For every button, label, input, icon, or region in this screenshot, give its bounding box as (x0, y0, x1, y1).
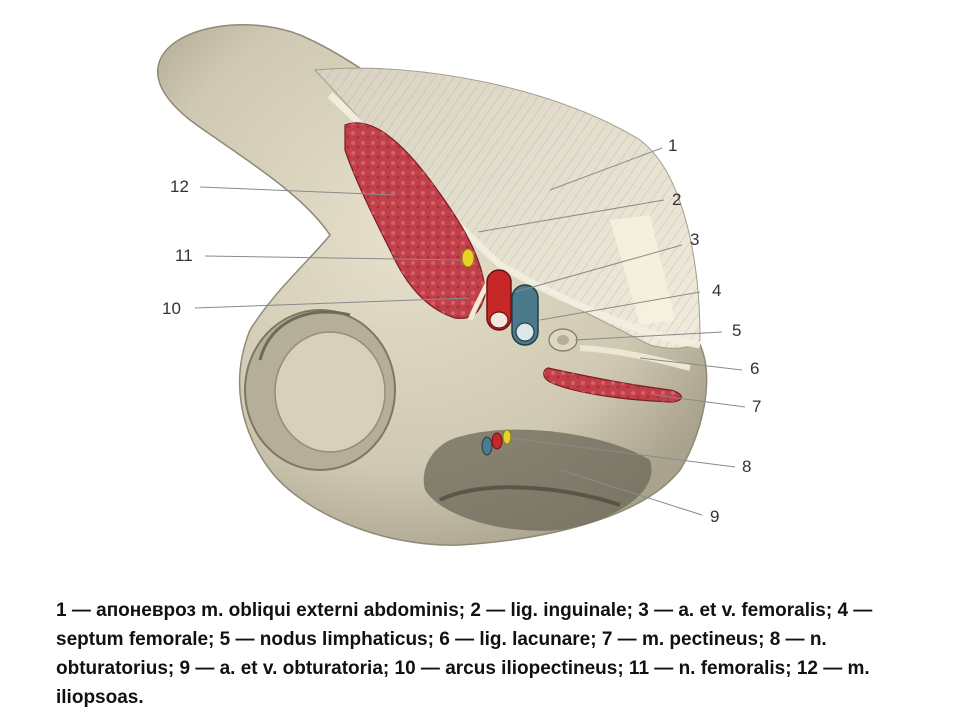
label-1: 1 (668, 136, 677, 155)
label-3: 3 (690, 230, 699, 249)
label-11: 11 (175, 246, 193, 265)
lacunar-ligament (579, 345, 691, 371)
acetabulum-inner (274, 331, 386, 453)
leader-9 (559, 469, 703, 516)
leader-5 (574, 331, 723, 341)
leader-8 (509, 437, 736, 468)
femoral-nerve (461, 248, 475, 268)
leader-12 (199, 186, 396, 196)
aponeurosis-light-band (610, 215, 675, 325)
obturator-nerve (502, 429, 512, 445)
label-10: 10 (162, 299, 181, 318)
iliopsoas-texture (345, 122, 485, 319)
leader-3 (514, 244, 683, 293)
femoral-artery-lumen (489, 311, 509, 329)
lymph-node-center (557, 335, 569, 345)
label-2: 2 (672, 190, 681, 209)
obturator-shadow (439, 485, 621, 507)
leader-2 (477, 199, 665, 233)
obturator-artery (491, 432, 503, 450)
figure-caption: 1 — апоневроз m. obliqui externi abdomin… (56, 600, 873, 708)
label-8: 8 (742, 457, 751, 476)
label-6: 6 (750, 359, 759, 378)
femoral-vein-lumen (515, 322, 535, 342)
leader-7 (654, 394, 746, 408)
label-5: 5 (732, 321, 741, 340)
label-4: 4 (712, 281, 721, 300)
pectineus-texture (543, 368, 682, 402)
acetabulum-rim (258, 310, 351, 361)
anatomy-illustration: 1 2 3 4 5 6 7 8 9 10 11 12 (156, 24, 761, 546)
aponeurosis-fibers (315, 68, 700, 349)
leader-lines (194, 147, 746, 516)
label-7: 7 (752, 397, 761, 416)
label-9: 9 (710, 507, 719, 526)
leader-6 (639, 357, 743, 371)
leader-1 (549, 147, 663, 191)
leader-10 (194, 297, 471, 309)
obturator-vein (481, 436, 493, 456)
obturator-membrane (423, 429, 652, 531)
leader-11 (204, 255, 463, 261)
label-12: 12 (170, 177, 189, 196)
leader-4 (539, 291, 701, 321)
